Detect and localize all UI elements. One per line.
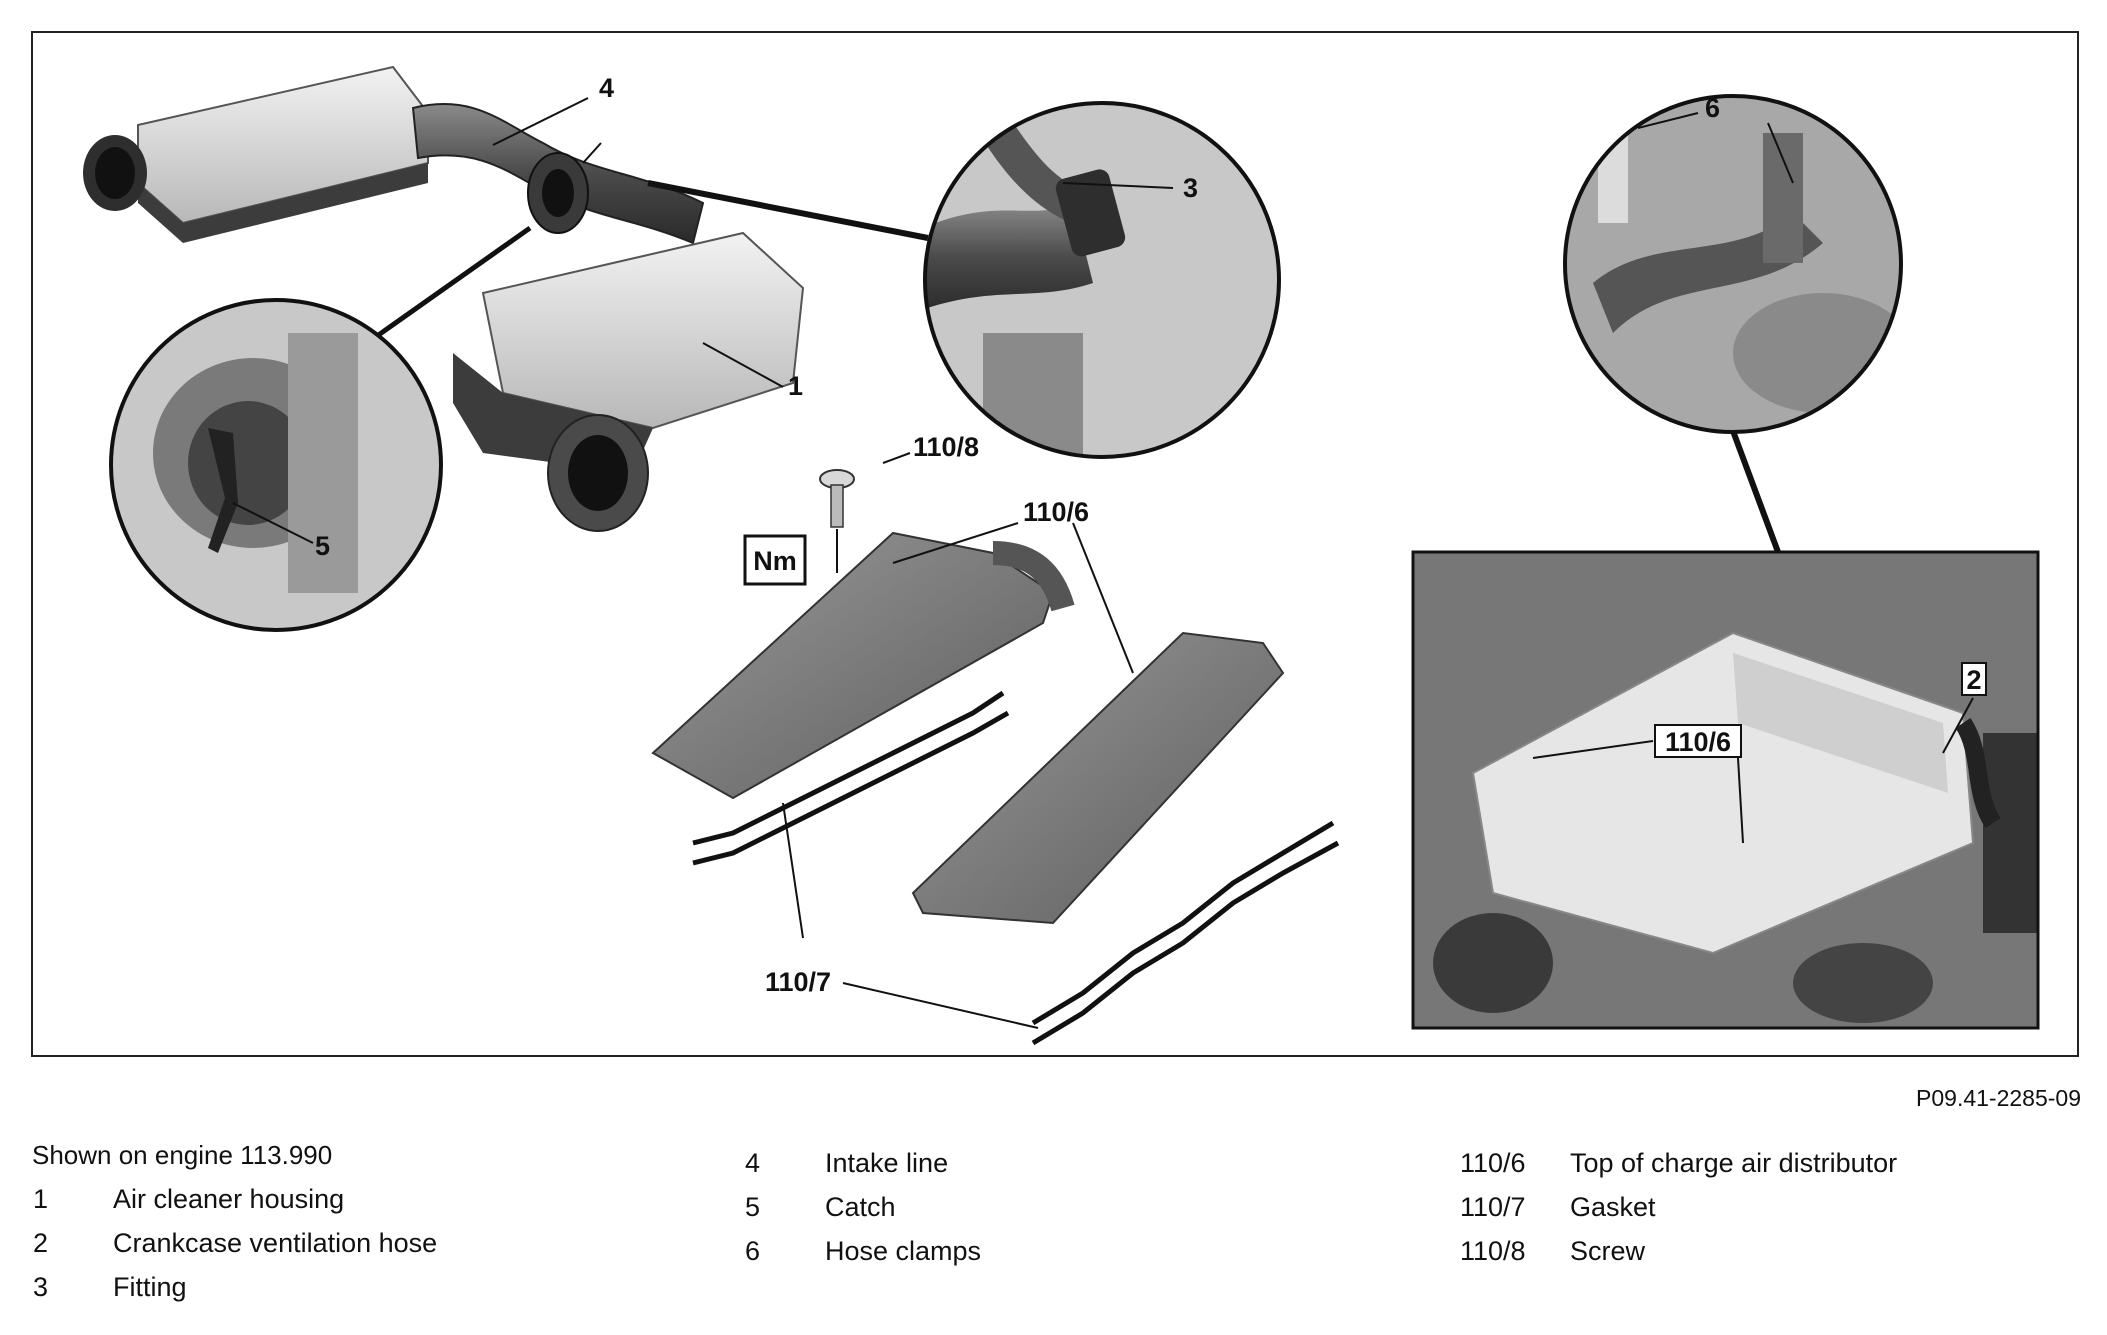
- legend-item-description: Fitting: [113, 1272, 187, 1302]
- diagram-frame: Nm: [31, 31, 2079, 1057]
- legend-item-description: Top of charge air distributor: [1570, 1148, 1898, 1178]
- callout-110-6-photo-box: [1654, 724, 1742, 758]
- legend-item-number: 2: [33, 1228, 49, 1258]
- detail-circle-hose-clamps: [1563, 94, 1903, 434]
- gasket-front: [692, 690, 1010, 866]
- callout-2: 2: [1966, 665, 1981, 695]
- callout-2-box: [1961, 662, 1987, 696]
- callout-4: 4: [599, 73, 614, 103]
- callout-1: 1: [788, 371, 803, 401]
- callout-110-6-exploded: 110/6: [1023, 497, 1089, 527]
- figure-code: P09.41-2285-09: [1916, 1085, 2081, 1111]
- callout-110-8: 110/8: [913, 432, 979, 462]
- callout-3: 3: [1183, 173, 1198, 203]
- charge-air-distributor-top-rear: [911, 631, 1285, 925]
- callout-110-6-photo: 110/6: [1665, 727, 1731, 757]
- legend-item-number: 110/6: [1460, 1148, 1526, 1178]
- legend-item-description: Gasket: [1570, 1192, 1656, 1222]
- legend-title: Shown on engine 113.990: [32, 1140, 333, 1170]
- charge-air-distributor-top-front: [651, 531, 1075, 800]
- legend-item-number: 4: [745, 1148, 761, 1178]
- callout-6: 6: [1705, 93, 1720, 123]
- legend-item-description: Screw: [1570, 1236, 1646, 1266]
- legend-item-number: 3: [33, 1272, 49, 1302]
- callout-leader-lines: [232, 97, 1974, 1029]
- air-cleaner-housing-right: [453, 231, 805, 532]
- torque-marker: Nm: [743, 534, 807, 586]
- intake-line-hose: [411, 103, 705, 245]
- legend-item-description: Air cleaner housing: [113, 1184, 345, 1214]
- legend-item-number: 6: [745, 1236, 761, 1266]
- legend-item-description: Intake line: [825, 1148, 949, 1178]
- legend-item-number: 5: [745, 1192, 761, 1222]
- legend-item-description: Crankcase ventilation hose: [113, 1228, 438, 1258]
- gasket-rear: [1031, 820, 1340, 1046]
- legend-item-description: Hose clamps: [825, 1236, 982, 1266]
- detail-circle-fitting: [923, 101, 1281, 459]
- callout-110-7: 110/7: [765, 967, 831, 997]
- engine-photo: [1411, 550, 2040, 1030]
- legend-item-number: 110/8: [1460, 1236, 1526, 1266]
- exploded-view-diagram: Nm: [83, 65, 2040, 1046]
- legend-item-number: 1: [33, 1184, 49, 1214]
- detail-circle-catch: [109, 298, 443, 632]
- air-cleaner-housing-left: [83, 65, 429, 243]
- torque-symbol-label: Nm: [753, 546, 797, 576]
- legend-item-description: Catch: [825, 1192, 896, 1222]
- callout-5: 5: [315, 531, 330, 561]
- legend-item-number: 110/7: [1460, 1192, 1526, 1222]
- screw-110-8: [819, 469, 855, 573]
